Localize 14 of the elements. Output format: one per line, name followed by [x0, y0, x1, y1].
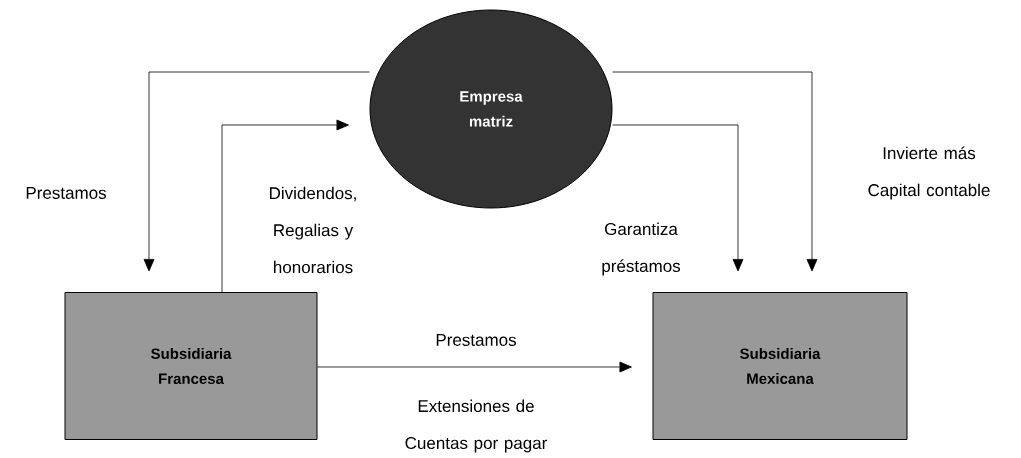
arrow [612, 71, 818, 272]
edge-label: Prestamos [26, 187, 106, 199]
oval-node: Empresa matriz [369, 9, 613, 209]
arrow [317, 361, 632, 373]
edge-label: Invierte más Capital contable [868, 146, 990, 200]
edge-label: Garantiza préstamos [602, 222, 681, 276]
edge-label: Prestamos [436, 334, 516, 346]
arrow [221, 119, 349, 293]
edge-label: Dividendos, Regalias y honorarios [270, 186, 356, 274]
process-box: Subsidiaria Mexicana [652, 292, 908, 440]
process-box: Subsidiaria Francesa [64, 292, 318, 440]
arrow [143, 71, 370, 272]
arrow [612, 124, 744, 272]
text-label: Extensiones de Cuentas por pagar [405, 399, 548, 453]
